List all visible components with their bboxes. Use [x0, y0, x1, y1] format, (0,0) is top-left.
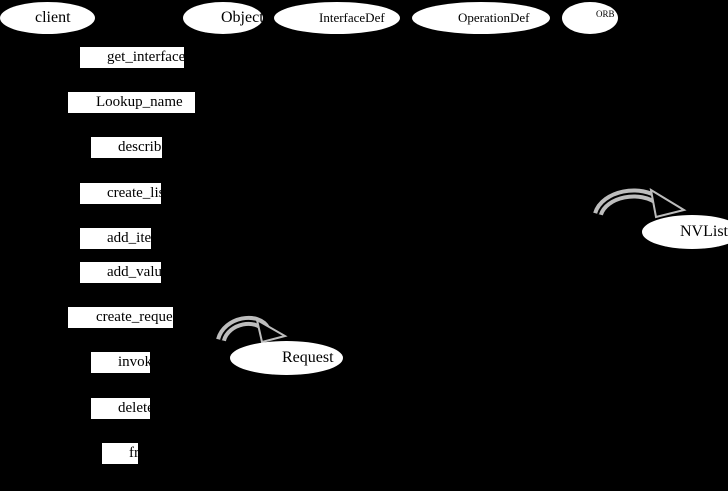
message-describe: describe [91, 137, 162, 158]
nvlist-object: NVList [642, 215, 728, 249]
message-create-list: create_list [80, 183, 161, 204]
request-creation-arrow [216, 316, 288, 344]
message-create-request-label: create_request [96, 309, 173, 325]
client-label: client [35, 9, 71, 26]
message-get-interface: get_interface [80, 47, 184, 68]
message-add-item-label: add_item [107, 230, 151, 246]
request-label: Request [282, 349, 334, 366]
client-object: client [0, 2, 95, 34]
message-add-value-label: add_value [107, 264, 161, 280]
message-delete: delete [91, 398, 150, 419]
message-delete-label: delete [118, 400, 150, 416]
object-object: Object [183, 2, 263, 34]
orb-label: ORB [596, 9, 615, 19]
message-describe-label: describe [118, 139, 162, 155]
interface-def-label: InterfaceDef [319, 10, 385, 25]
message-free: free [102, 443, 138, 464]
nvlist-creation-arrow [593, 187, 687, 219]
message-invoke-label: invoke [118, 354, 150, 370]
operation-def-label: OperationDef [458, 10, 530, 25]
operation-def-object: OperationDef [412, 2, 550, 34]
message-add-item: add_item [80, 228, 151, 249]
message-free-label: free [129, 445, 138, 461]
message-invoke: invoke [91, 352, 150, 373]
message-lookup-name-label: Lookup_name [96, 94, 183, 110]
orb-object: ORB [562, 2, 618, 34]
message-create-list-label: create_list [107, 185, 161, 201]
message-create-request: create_request [68, 307, 173, 328]
nvlist-label: NVList [680, 223, 728, 240]
request-object: Request [230, 341, 343, 375]
message-lookup-name: Lookup_name [68, 92, 195, 113]
message-get-interface-label: get_interface [107, 49, 184, 65]
interface-def-object: InterfaceDef [274, 2, 400, 34]
object-label: Object [221, 9, 263, 26]
message-add-value: add_value [80, 262, 161, 283]
